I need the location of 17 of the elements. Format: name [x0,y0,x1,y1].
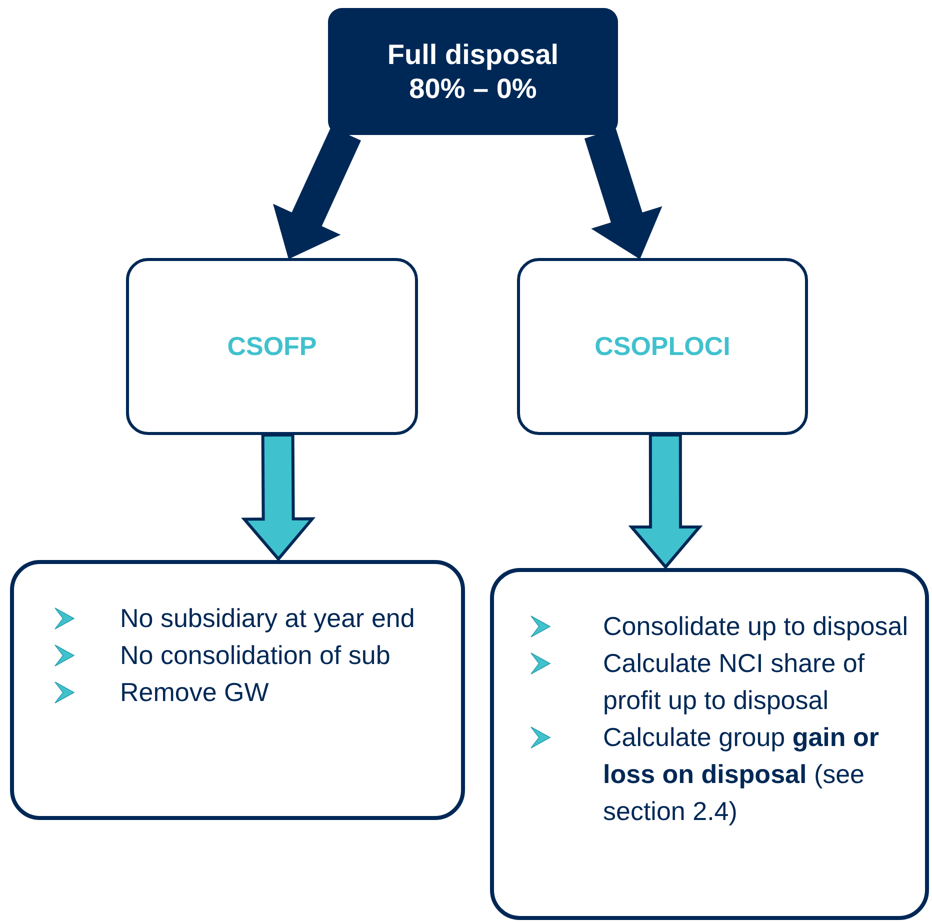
bullet-text: Remove GW [120,676,270,709]
statement-box [126,258,418,435]
block-arrow [272,126,361,260]
block-arrow [241,433,316,562]
statement-label: CSOFP [227,331,317,362]
bullet-text: No consolidation of sub [120,639,392,672]
statement-box [517,258,808,435]
block-arrow [628,434,703,570]
bullet-text: Calculate group gain or loss on disposal (see section 2.4) [603,721,880,828]
heading-text: Full disposal 80% – 0% [386,38,560,106]
bullet-text: No subsidiary at year end [120,602,416,635]
statement-label: CSOPLOCI [594,331,730,362]
bullet-list-box [10,560,465,820]
bullet-text: Consolidate up to disposal [603,610,909,643]
block-arrow [584,128,662,260]
title-box [328,8,618,135]
bullet-list-box [490,568,929,920]
